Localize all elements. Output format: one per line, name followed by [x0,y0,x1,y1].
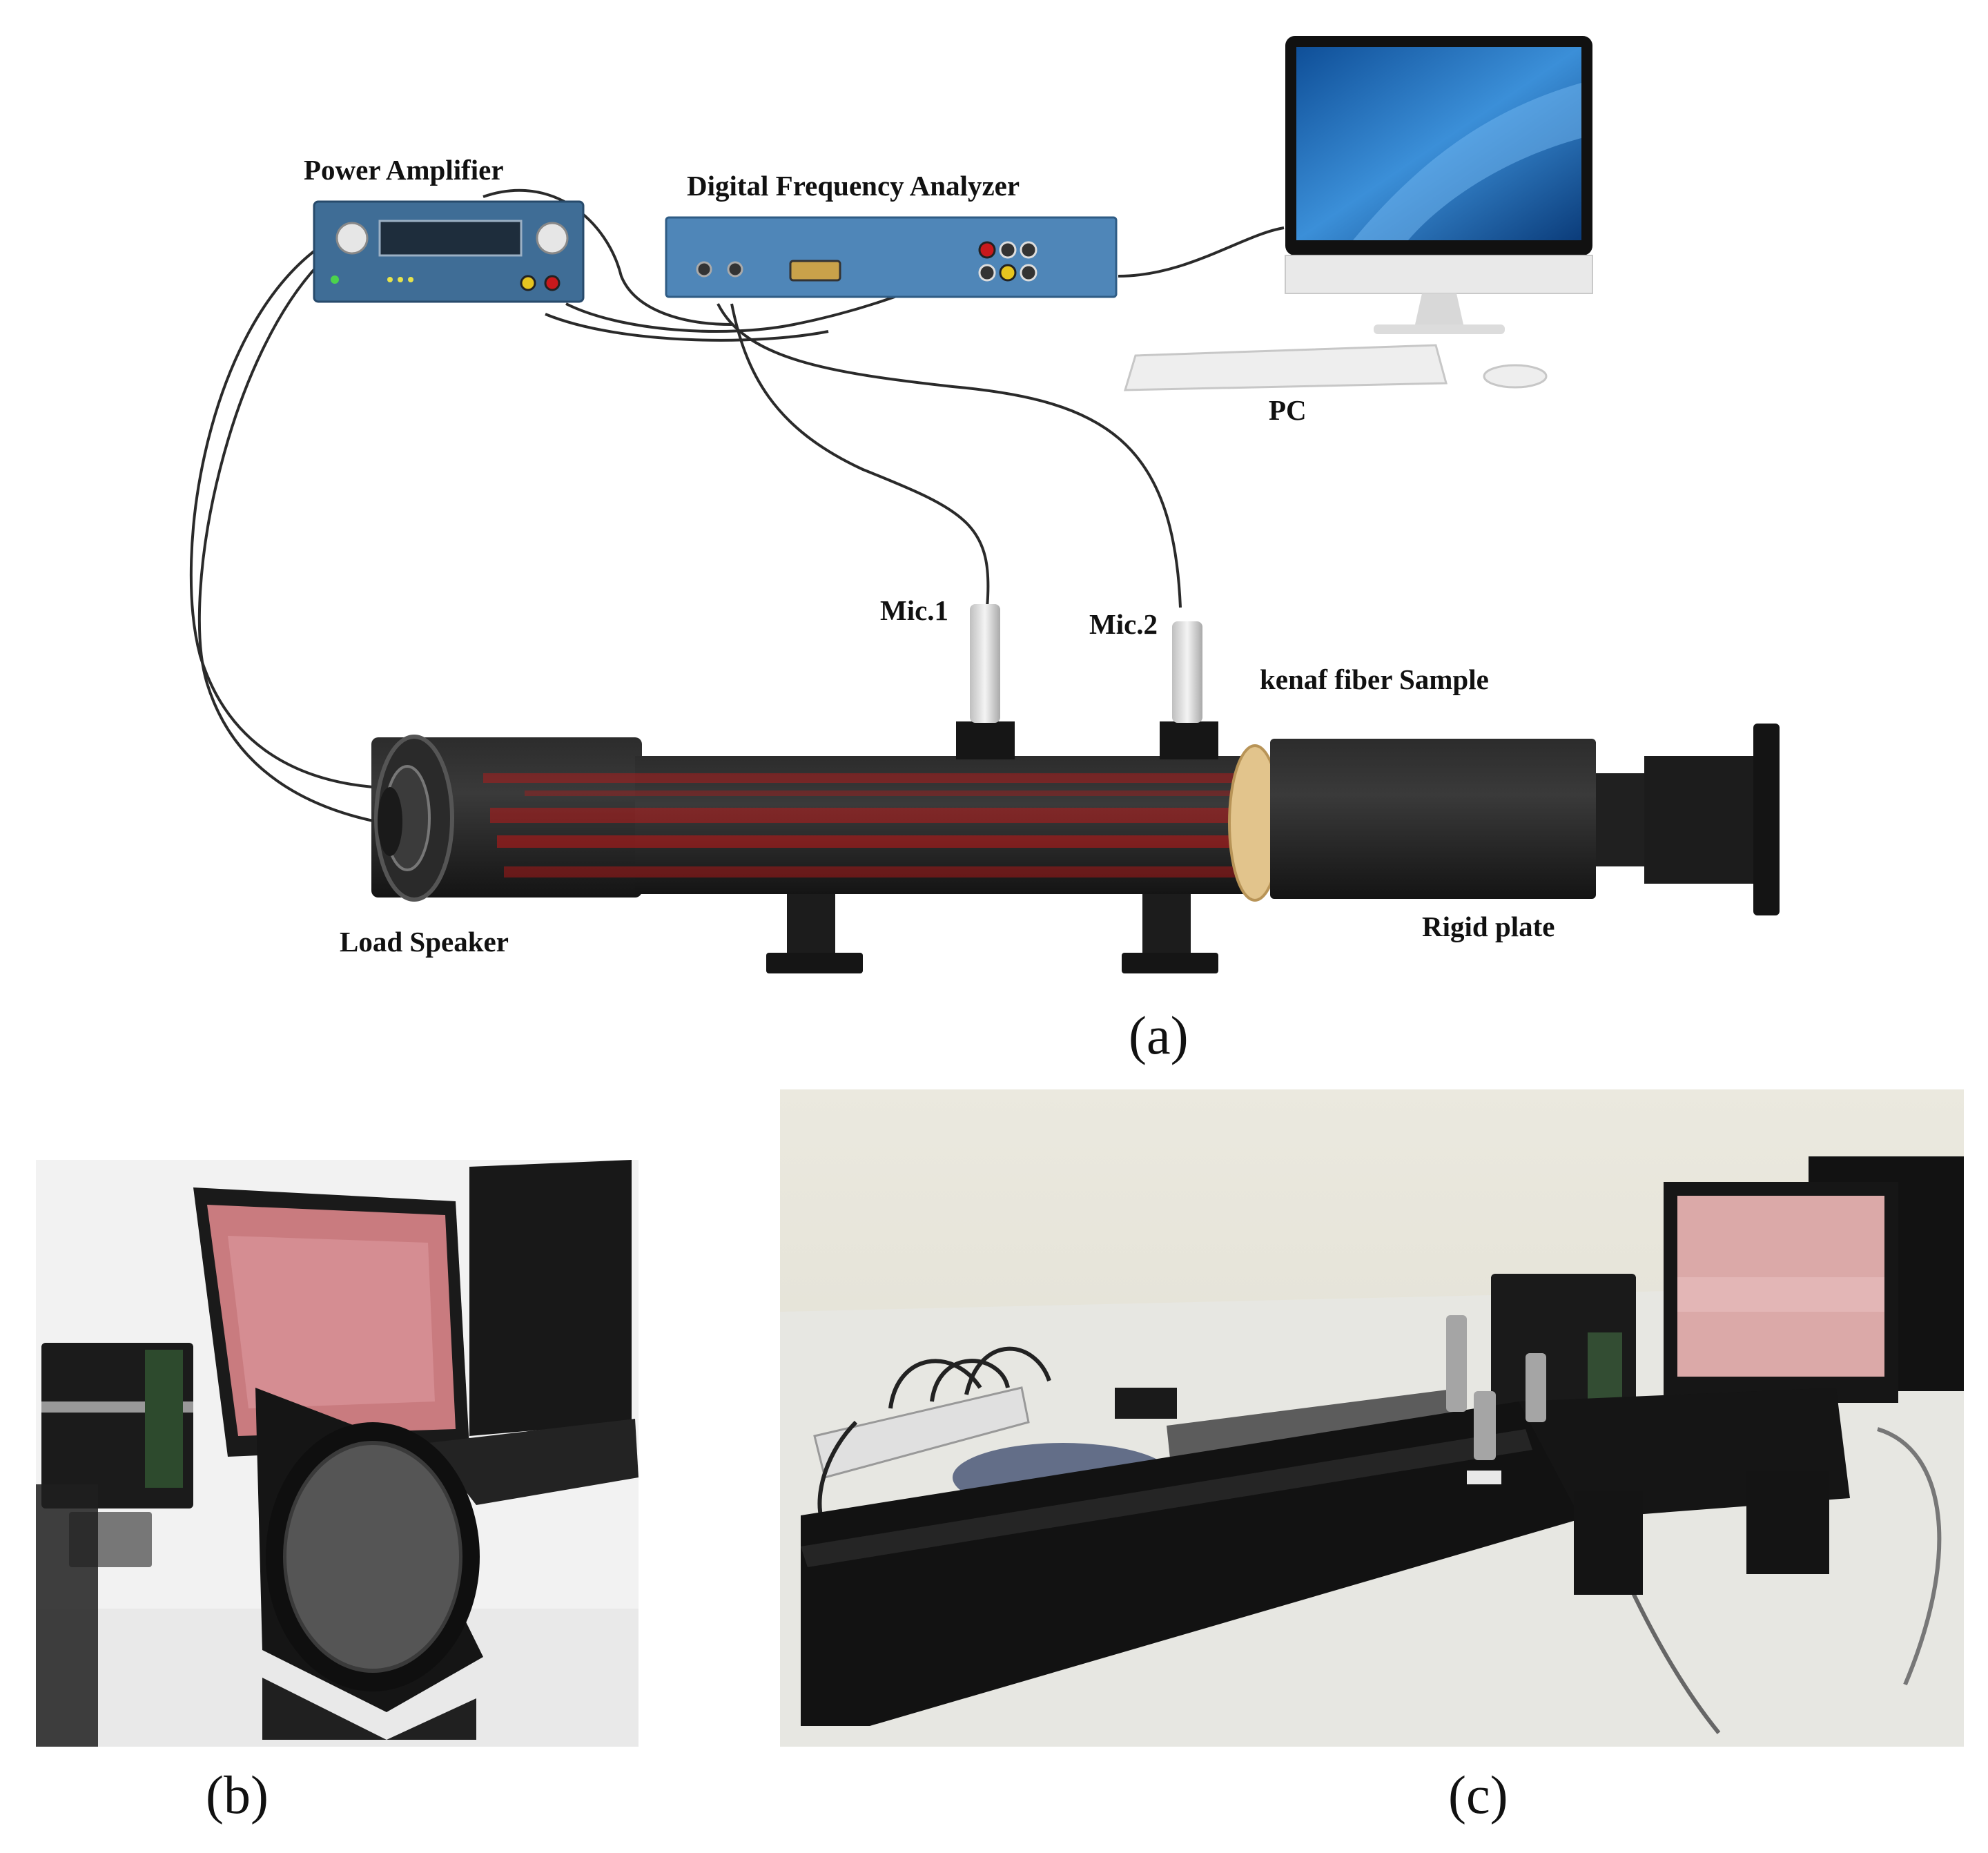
label-mic-2: Mic.2 [1089,608,1158,640]
power-amplifier-device [313,200,585,303]
label-pc: PC [1269,394,1307,426]
label-digital-frequency-analyzer: Digital Frequency Analyzer [687,170,1020,202]
pc-computer [1123,36,1593,391]
label-power-amplifier: Power Amplifier [304,154,504,186]
label-kenaf-fiber-sample: kenaf fiber Sample [1260,663,1489,695]
photo-b [36,1160,639,1747]
label-rigid-plate: Rigid plate [1422,911,1555,942]
frequency-analyzer-device [665,216,1118,298]
sound-field-texture [483,773,1242,877]
cables [189,188,1285,823]
label-mic-1: Mic.1 [880,594,949,626]
photo-c [780,1089,1964,1747]
caption-c: (c) [1448,1765,1508,1825]
label-load-speaker: Load Speaker [340,926,509,958]
microphones [970,604,1202,723]
caption-b: (b) [206,1765,269,1825]
impedance-tube [371,721,1780,973]
caption-a: (a) [1129,1005,1189,1065]
